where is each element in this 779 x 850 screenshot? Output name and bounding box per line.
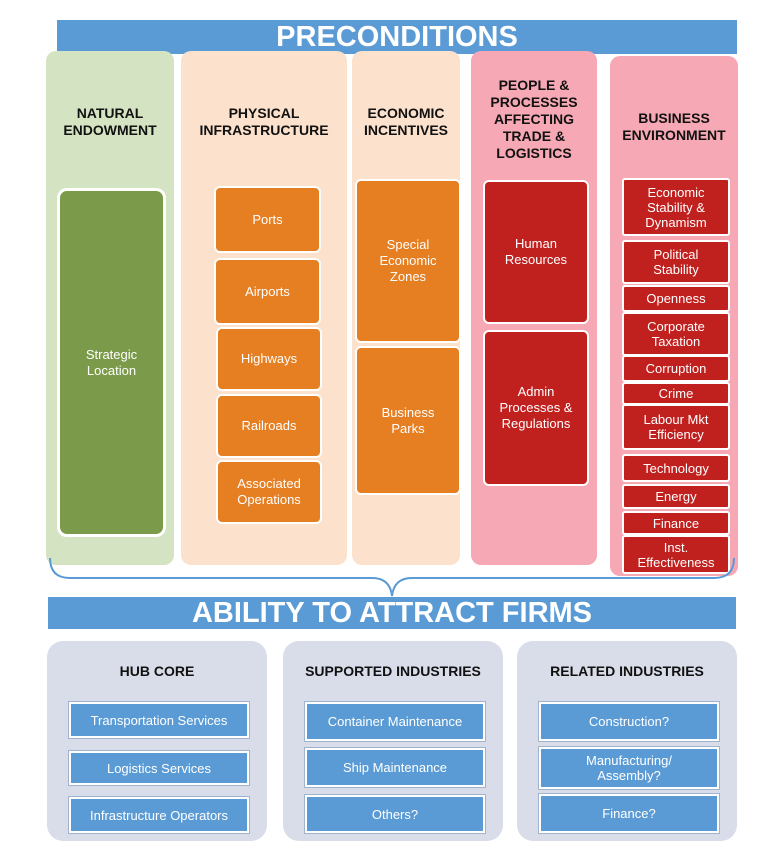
box-label: Associated Operations — [237, 476, 301, 507]
box-label: Corruption — [645, 361, 707, 376]
box-infrastructure-operators: Infrastructure Operators — [69, 797, 249, 833]
column-people-processes: PEOPLE & PROCESSES AFFECTING TRADE & LOG… — [471, 51, 597, 565]
column-title-line: PROCESSES — [490, 94, 578, 110]
box-construction: Construction? — [539, 702, 719, 741]
box-label: Logistics Services — [106, 760, 212, 776]
column-title: PHYSICAL INFRASTRUCTURE — [181, 105, 347, 139]
box-label: Corporate Taxation — [647, 319, 705, 349]
column-title-line: ENDOWMENT — [63, 122, 157, 138]
box-crime: Crime — [622, 382, 730, 405]
column-title: ECONOMIC INCENTIVES — [352, 105, 460, 139]
box-label: Human Resources — [504, 236, 568, 267]
column-economic-incentives: ECONOMIC INCENTIVES Special Economic Zon… — [352, 51, 461, 565]
box-label: Technology — [643, 460, 709, 476]
box-technology: Technology — [622, 454, 730, 482]
column-physical-infrastructure: PHYSICAL INFRASTRUCTURE Ports Airports H… — [181, 51, 347, 565]
box-label: Strategic Location — [85, 346, 138, 378]
box-label: Labour Mkt Efficiency — [643, 412, 709, 442]
box-label: Business Parks — [381, 404, 435, 436]
panel-supported-industries: SUPPORTED INDUSTRIES Container Maintenan… — [283, 641, 503, 841]
panel-title: RELATED INDUSTRIES — [550, 663, 704, 679]
box-logistics-services: Logistics Services — [69, 751, 249, 785]
box-energy: Energy — [622, 484, 730, 509]
column-title-line: NATURAL — [76, 105, 144, 121]
panel-hub-core: HUB CORE Transportation Services Logisti… — [47, 641, 267, 841]
box-highways: Highways — [216, 327, 322, 391]
box-label: Finance? — [602, 806, 656, 821]
column-title-line: INCENTIVES — [363, 122, 448, 138]
box-label: Construction? — [588, 714, 670, 729]
column-title: BUSINESS ENVIRONMENT — [610, 110, 738, 144]
box-label: Ship Maintenance — [342, 760, 448, 775]
box-transportation-services: Transportation Services — [69, 702, 249, 738]
box-economic-stability: Economic Stability & Dynamism — [622, 178, 730, 236]
box-labour-mkt-efficiency: Labour Mkt Efficiency — [622, 404, 730, 450]
box-human-resources: Human Resources — [483, 180, 589, 324]
box-label: Crime — [658, 386, 694, 401]
box-business-parks: Business Parks — [355, 346, 461, 495]
box-special-economic-zones: Special Economic Zones — [355, 179, 461, 343]
box-associated-operations: Associated Operations — [216, 460, 322, 524]
box-label: Political Stability — [653, 247, 699, 277]
box-railroads: Railroads — [216, 394, 322, 458]
column-title-line: AFFECTING — [493, 111, 575, 127]
box-corruption: Corruption — [622, 355, 730, 382]
box-label: Railroads — [241, 418, 297, 433]
box-inst-effectiveness: Inst. Effectiveness — [622, 535, 730, 574]
box-finance-related: Finance? — [539, 794, 719, 833]
box-ports: Ports — [214, 186, 321, 253]
column-business-environment: BUSINESS ENVIRONMENT Economic Stability … — [610, 56, 738, 576]
box-strategic-location: Strategic Location — [57, 188, 166, 537]
box-label: Energy — [655, 489, 697, 504]
column-title-line: PEOPLE & — [498, 77, 570, 93]
grouping-brace — [49, 557, 735, 597]
column-natural-endowment: NATURAL ENDOWMENT Strategic Location — [46, 51, 174, 565]
preconditions-banner: PRECONDITIONS — [57, 20, 737, 54]
column-title-line: ENVIRONMENT — [622, 127, 726, 143]
box-openness: Openness — [622, 285, 730, 312]
preconditions-title: PRECONDITIONS — [276, 20, 518, 53]
box-airports: Airports — [214, 258, 321, 325]
box-label: Manufacturing/ Assembly? — [586, 753, 672, 783]
ability-banner: ABILITY TO ATTRACT FIRMS — [48, 597, 736, 629]
box-admin-processes: Admin Processes & Regulations — [483, 330, 589, 486]
column-title: NATURAL ENDOWMENT — [46, 105, 174, 139]
box-label: Airports — [245, 283, 290, 299]
box-manufacturing-assembly: Manufacturing/ Assembly? — [539, 747, 719, 789]
column-title-line: LOGISTICS — [496, 145, 572, 161]
box-label: Openness — [646, 291, 706, 306]
column-title-line: BUSINESS — [638, 110, 710, 126]
column-title-line: ECONOMIC — [367, 105, 445, 121]
box-label: Others? — [371, 806, 419, 822]
panel-related-industries: RELATED INDUSTRIES Construction? Manufac… — [517, 641, 737, 841]
box-label: Admin Processes & Regulations — [499, 384, 573, 431]
ability-title: ABILITY TO ATTRACT FIRMS — [191, 596, 593, 629]
box-label: Transportation Services — [90, 712, 228, 728]
box-label: Finance — [652, 515, 700, 531]
column-title-line: PHYSICAL — [228, 105, 300, 121]
box-label: Infrastructure Operators — [90, 807, 228, 823]
panel-title: SUPPORTED INDUSTRIES — [305, 663, 481, 679]
box-label: Container Maintenance — [327, 714, 463, 729]
box-label: Highways — [240, 351, 298, 366]
box-political-stability: Political Stability — [622, 240, 730, 284]
box-corporate-taxation: Corporate Taxation — [622, 312, 730, 356]
box-container-maintenance: Container Maintenance — [305, 702, 485, 741]
box-others: Others? — [305, 795, 485, 833]
column-title: PEOPLE & PROCESSES AFFECTING TRADE & LOG… — [471, 77, 597, 162]
panel-title: HUB CORE — [119, 663, 195, 679]
column-title-line: TRADE & — [502, 128, 566, 144]
box-label: Ports — [252, 211, 283, 227]
box-label: Economic Stability & Dynamism — [645, 184, 707, 230]
box-ship-maintenance: Ship Maintenance — [305, 748, 485, 787]
column-title-line: INFRASTRUCTURE — [199, 122, 329, 138]
box-finance: Finance — [622, 511, 730, 535]
box-label: Special Economic Zones — [379, 237, 437, 284]
box-label: Inst. Effectiveness — [637, 539, 715, 570]
